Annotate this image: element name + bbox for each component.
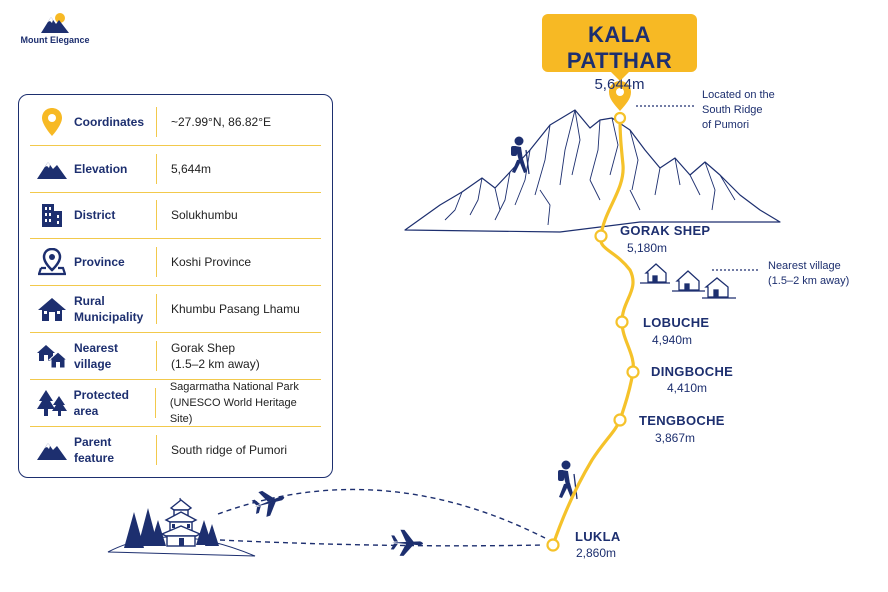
row-label: Coordinates <box>74 114 145 129</box>
route-marker-lukla <box>546 538 560 552</box>
mountain-icon <box>30 439 74 461</box>
village-houses-illustration <box>640 263 736 299</box>
monastery-illustration <box>107 497 256 557</box>
pine-trees-icon <box>30 389 74 417</box>
row-label: Elevation <box>74 161 128 176</box>
stop-elevation-dingboche: 4,410m <box>667 381 708 395</box>
stop-elevation-lukla: 2,860m <box>576 546 617 560</box>
stop-name-lukla: LUKLA <box>575 529 621 544</box>
map-location-icon <box>30 248 74 276</box>
map-pin-icon <box>30 107 74 137</box>
info-row-coordinates: Coordinates ~27.99°N, 86.82°E <box>30 99 321 146</box>
row-value: South ridge of Pumori <box>171 442 288 457</box>
stop-name-tengboche: TENGBOCHE <box>639 413 725 428</box>
airplane-icon <box>390 529 423 556</box>
flight-paths <box>217 488 546 547</box>
row-label: Nearest village <box>74 340 119 371</box>
peak-elevation: 5,644m <box>594 76 645 93</box>
mountain-icon <box>30 158 74 180</box>
hiker-top-icon <box>511 136 530 175</box>
airplane-icon <box>251 490 285 517</box>
row-value: Solukhumbu <box>171 208 238 223</box>
stop-name-lobuche: LOBUCHE <box>643 315 710 330</box>
hiker-bottom-icon <box>558 460 578 500</box>
info-row-district: District Solukhumbu <box>30 193 321 240</box>
stop-name-dingboche: DINGBOCHE <box>651 364 734 379</box>
row-label: Province <box>74 255 125 270</box>
stop-elevation-tengboche: 3,867m <box>655 431 696 445</box>
peak-name: KALA PATTHAR <box>566 22 673 73</box>
row-value: Sagarmatha National Park (UNESCO World H… <box>169 380 299 425</box>
route-marker-gorak-shep <box>594 229 608 243</box>
mountain-range-illustration <box>404 109 781 233</box>
info-row-province: Province Koshi Province <box>30 239 321 287</box>
stop-elevation-gorak-shep: 5,180m <box>627 241 668 255</box>
route-marker-tengboche <box>613 413 627 427</box>
info-row-elevation: Elevation 5,644m <box>30 146 321 193</box>
nearest-village-note: Nearest village (1.5–2 km away) <box>768 260 850 287</box>
info-panel: Coordinates ~27.99°N, 86.82°E Elevation … <box>18 94 333 478</box>
row-label: Rural Municipality <box>74 294 144 325</box>
route-marker-summit <box>613 111 627 125</box>
row-value: Khumbu Pasang Lhamu <box>171 302 300 317</box>
info-row-protected-area: Protected area Sagarmatha National Park … <box>30 380 321 427</box>
row-value: 5,644m <box>171 161 212 176</box>
row-label: Parent feature <box>74 434 115 465</box>
row-value: Gorak Shep (1.5–2 km away) <box>171 340 260 371</box>
logo-mountain-icon <box>41 13 69 33</box>
peak-location-note: Located on the South Ridge of Pumori <box>702 89 775 131</box>
stop-name-gorak-shep: GORAK SHEP <box>620 223 711 238</box>
row-value: ~27.99°N, 86.82°E <box>171 114 272 129</box>
building-icon <box>30 202 74 228</box>
summit-pin-icon <box>609 81 631 111</box>
row-value: Koshi Province <box>171 255 252 270</box>
route-marker-lobuche <box>615 315 629 329</box>
brand-logo: Mount Elegance <box>20 12 90 48</box>
info-row-rural-municipality: Rural Municipality Khumbu Pasang Lhamu <box>30 286 321 333</box>
house-icon <box>30 296 74 322</box>
row-label: Protected area <box>73 387 129 418</box>
route-marker-dingboche <box>626 365 640 379</box>
info-row-parent-feature: Parent feature South ridge of Pumori <box>30 427 321 474</box>
peak-label-box: KALA PATTHAR 5,644m <box>542 14 697 93</box>
stop-elevation-lobuche: 4,940m <box>652 333 693 347</box>
row-label: District <box>74 208 116 223</box>
logo-text: Mount Elegance <box>20 35 90 45</box>
info-row-nearest-village: Nearest village Gorak Shep (1.5–2 km awa… <box>30 333 321 380</box>
village-icon <box>30 343 74 369</box>
